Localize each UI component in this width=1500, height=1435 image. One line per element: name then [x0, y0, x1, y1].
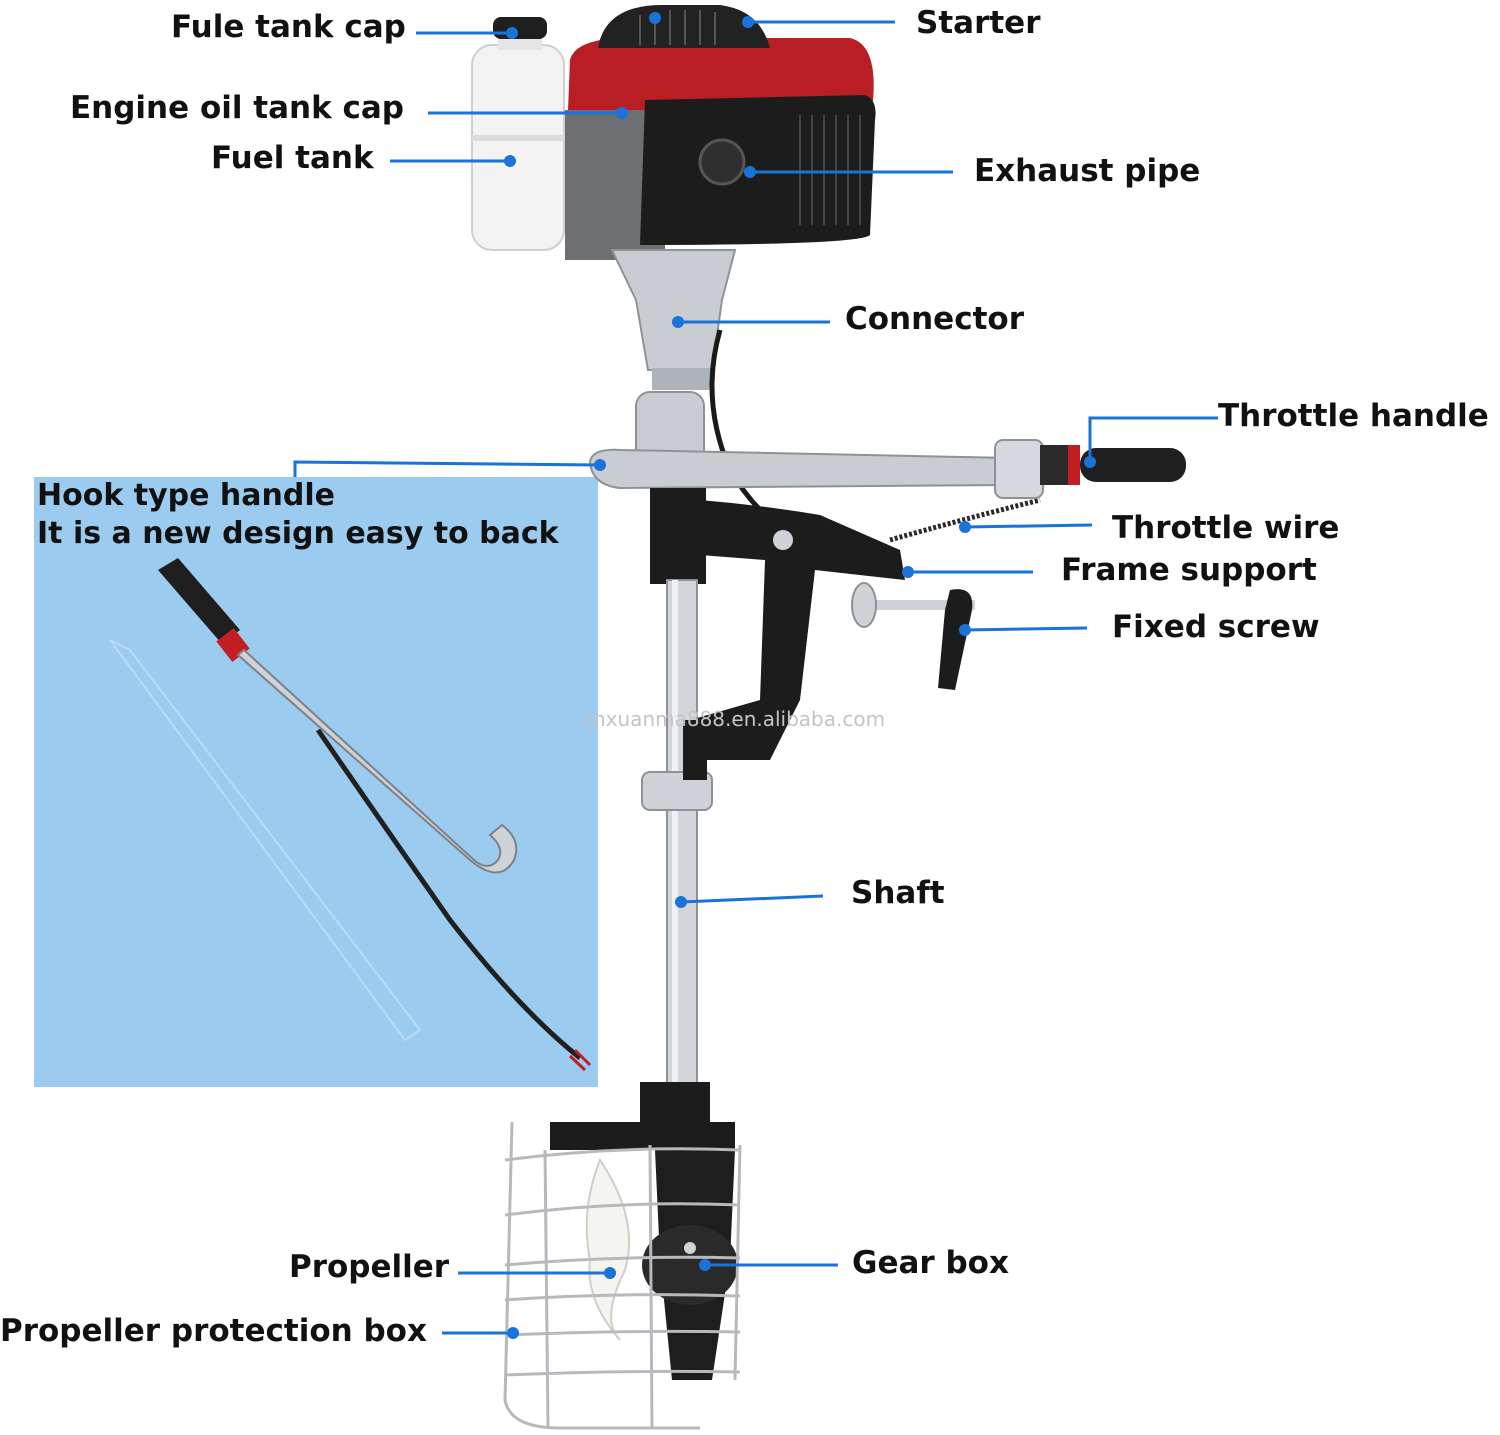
label-fuel-tank: Fuel tank	[211, 140, 374, 176]
engine-art	[565, 5, 876, 390]
throttle-wire-lower	[889, 497, 1041, 543]
label-connector: Connector	[845, 301, 1024, 337]
label-gear-box: Gear box	[852, 1245, 1009, 1281]
leader-fixed-screw	[964, 626, 1088, 632]
label-starter: Starter	[916, 5, 1041, 41]
label-propeller: Propeller	[289, 1249, 450, 1285]
leader-throttle-handle	[1088, 416, 1218, 462]
label-throttle-wire: Throttle wire	[1112, 510, 1340, 546]
lower-unit-art	[503, 1082, 742, 1430]
leader-lines	[293, 12, 1218, 1339]
label-exhaust-pipe: Exhaust pipe	[974, 153, 1201, 189]
label-fixed-screw: Fixed screw	[1112, 609, 1320, 645]
tiller-arm-art	[588, 391, 1186, 499]
watermark: cnxuanma888.en.alibaba.com	[582, 707, 886, 731]
fuel-tank-art	[471, 17, 565, 251]
frame-support-art	[650, 488, 975, 760]
leader-throttle-wire	[964, 523, 1093, 529]
label-fuel-tank-cap: Fule tank cap	[171, 9, 406, 45]
label-throttle-handle: Throttle handle	[1218, 398, 1489, 434]
leader-hook-handle	[293, 460, 601, 477]
label-frame-support: Frame support	[1061, 552, 1317, 588]
leader-shaft	[680, 894, 824, 904]
inset-description: It is a new design easy to back	[37, 516, 559, 551]
label-shaft: Shaft	[851, 875, 945, 911]
label-engine-oil-tank-cap: Engine oil tank cap	[70, 90, 404, 126]
label-propeller-protection-box: Propeller protection box	[0, 1313, 427, 1349]
shaft-art	[641, 579, 713, 1091]
hook-handle-inset	[34, 477, 598, 1087]
inset-title: Hook type handle	[37, 478, 335, 513]
